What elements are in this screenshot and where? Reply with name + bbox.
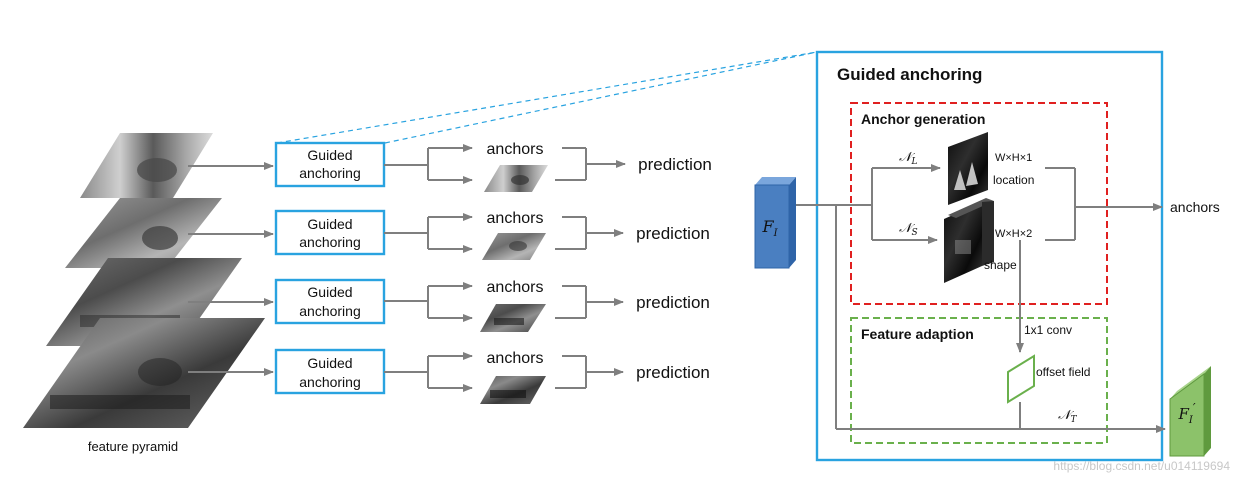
shape-label: shape [984,258,1017,272]
module-label-line2: anchoring [299,234,361,250]
module-label-line1: Guided [307,284,352,300]
zoom-lines [276,51,818,144]
location-dims: W×H×1 [995,152,1032,164]
shape-dims: W×H×2 [995,228,1032,240]
output-feature-map [1169,366,1211,457]
guided-anchoring-module [274,141,386,188]
location-label: location [993,173,1034,187]
input-feature-map [754,177,796,269]
prediction-label: prediction [636,224,710,243]
module-label-line1: Guided [307,216,352,232]
detail-title: Guided anchoring [837,65,982,84]
feature-adaption-box [850,317,1108,444]
module-label-line1: Guided [307,355,352,371]
pyramid-level-row: Guided anchoring anchors prediction [274,348,710,404]
module-label-line2: anchoring [299,165,361,181]
module-label-line1: Guided [307,147,352,163]
offset-field-shape [1007,354,1035,404]
pyramid-level-row: Guided anchoring anchors prediction [274,141,712,192]
prediction-label: prediction [636,293,710,312]
guided-anchoring-module [274,278,386,325]
conv-label: 1x1 conv [1024,323,1072,337]
prediction-label: prediction [636,363,710,382]
detail-connections [796,164,1166,433]
module-label-line2: anchoring [299,303,361,319]
pyramid-level-2 [65,198,222,268]
anchors-label: anchors [487,210,544,227]
watermark: https://blog.csdn.net/u014119694 [1053,459,1230,473]
feature-adaption-title: Feature adaption [861,326,974,342]
pyramid-arrows [188,162,274,376]
location-map [948,132,988,205]
pyramid-level-row: Guided anchoring anchors prediction [274,278,710,332]
shape-map [944,198,994,283]
prediction-label: prediction [638,155,712,174]
feature-pyramid [23,133,265,428]
guided-anchoring-module [274,348,386,395]
anchors-output-label: anchors [1170,199,1220,215]
pyramid-level-row: Guided anchoring anchors prediction [274,209,710,260]
anchor-generation-title: Anchor generation [861,111,985,127]
pyramid-label: feature pyramid [88,439,178,454]
anchors-label: anchors [487,279,544,296]
anchors-label: anchors [487,350,544,367]
anchor-generation-box [850,102,1108,305]
anchors-label: anchors [487,141,544,158]
offset-field-label: offset field [1036,365,1090,379]
guided-anchoring-module [274,209,386,256]
module-label-line2: anchoring [299,374,361,390]
